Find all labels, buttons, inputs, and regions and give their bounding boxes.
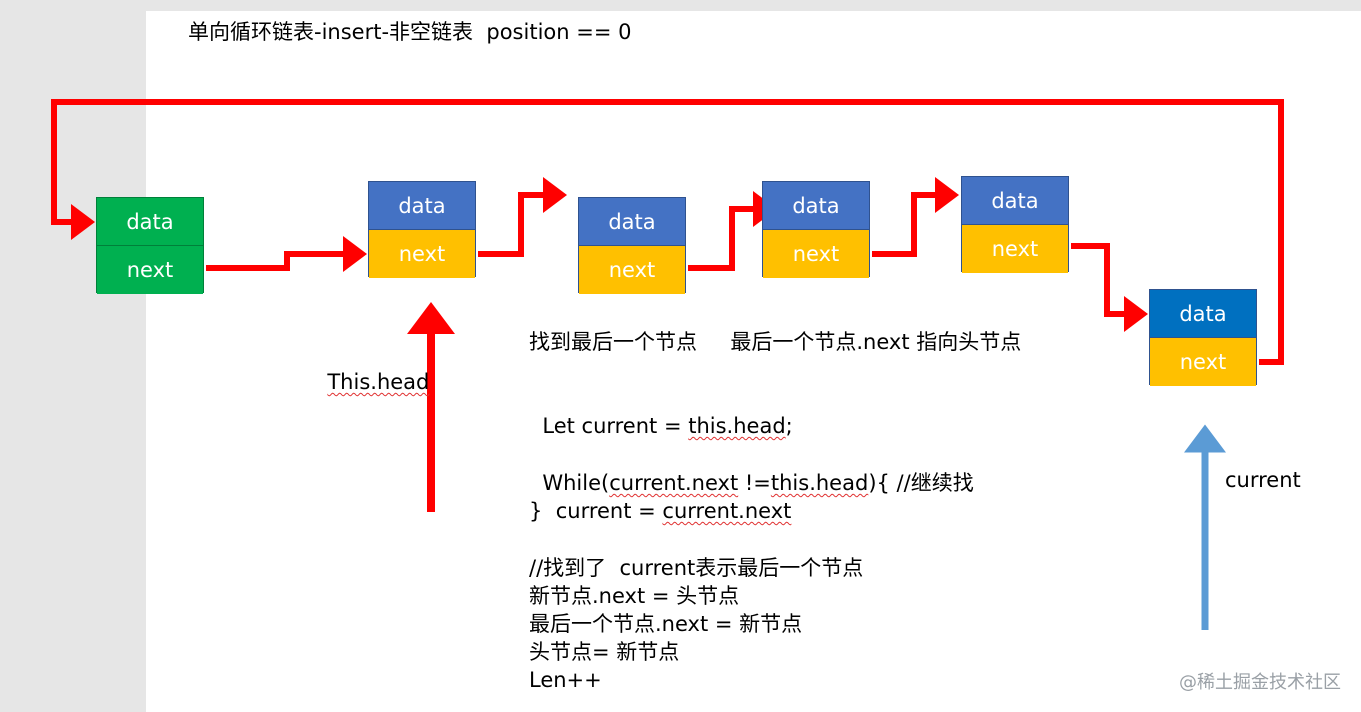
code-line-1: 找到最后一个节点 最后一个节点.next 指向头节点 (529, 330, 1022, 354)
code-text: current = (542, 499, 663, 523)
code-line-8: 最后一个节点.next = 新节点 (529, 612, 803, 636)
arrow-node4-to-node5 (872, 177, 959, 257)
node-next-cell: next (1150, 338, 1256, 386)
node-data-cell: data (579, 198, 685, 246)
list-node: data next (961, 176, 1069, 273)
code-line-2: Let current = this.head; (529, 384, 793, 440)
arrow-node5-to-node6 (1071, 243, 1148, 332)
slide-title: 单向循环链表-insert-非空链表 position == 0 (188, 20, 632, 44)
node-next-cell: next (962, 225, 1068, 273)
code-text: != (738, 471, 771, 495)
node-data-cell: data (763, 182, 869, 230)
node-data-cell: data (1150, 290, 1256, 338)
code-text: current.next (609, 471, 739, 495)
arrow-node3-to-node4 (688, 191, 777, 271)
head-label: This.head (314, 346, 429, 394)
watermark: @稀土掘金技术社区 (1179, 672, 1341, 693)
code-text: While( (542, 471, 610, 495)
list-node-new-head: data next (96, 197, 204, 294)
node-next-cell: next (369, 230, 475, 278)
arrow-node2-out (478, 177, 567, 257)
node-data-cell: data (97, 198, 203, 246)
code-line-10: Len++ (529, 668, 602, 692)
list-node: data next (578, 197, 686, 294)
code-text: Let current = (542, 414, 689, 438)
code-text: this.head (688, 414, 786, 438)
node-next-cell: next (97, 246, 203, 294)
code-text: current.next (662, 499, 792, 523)
node-next-cell: next (763, 230, 869, 278)
code-line-5: } (529, 499, 543, 523)
arrow-node1-to-node2 (206, 236, 367, 272)
loop-back-arrow (51, 99, 1284, 365)
list-node: data next (762, 181, 870, 278)
node-next-cell: next (579, 246, 685, 294)
list-node-head: data next (368, 181, 476, 278)
node-data-cell: data (962, 177, 1068, 225)
code-line-7: 新节点.next = 头节点 (529, 584, 740, 608)
code-text: ; (785, 414, 793, 438)
code-text: this.head (770, 471, 869, 495)
code-line-4: current = current.next (529, 469, 792, 525)
current-label: current (1225, 468, 1301, 492)
code-text: ){ //继续找 (868, 471, 974, 495)
code-line-3: While(current.next !=this.head){ //继续找 (529, 441, 974, 497)
list-node-last: data next (1149, 289, 1257, 386)
head-label-text: This.head (327, 370, 430, 394)
code-line-6: //找到了 current表示最后一个节点 (529, 556, 864, 580)
node-data-cell: data (369, 182, 475, 230)
code-line-9: 头节点= 新节点 (529, 640, 680, 664)
